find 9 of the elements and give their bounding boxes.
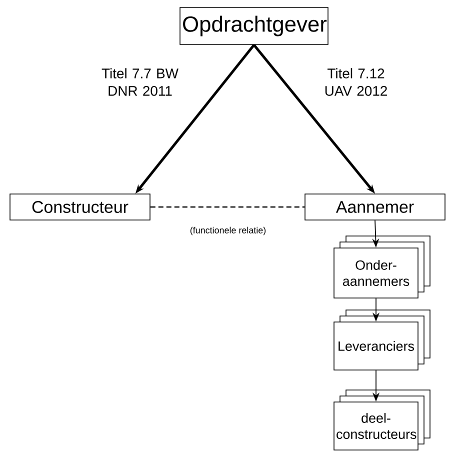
process-box: Constructeur bbox=[10, 194, 150, 220]
process-box: Aannemer bbox=[304, 194, 446, 220]
stacked-boxes: Onder-aannemers bbox=[334, 236, 430, 298]
edge-label: Titel 7.7 BW DNR 2011 bbox=[102, 68, 178, 96]
stacked-boxes: deel-constructeurs bbox=[334, 390, 430, 450]
process-box: Opdrachtgever bbox=[180, 7, 328, 45]
edge-label: Titel 7.12 UAV 2012 bbox=[325, 68, 387, 96]
stacked-boxes: Leveranciers bbox=[334, 310, 430, 370]
edge-label: (functionele relatie) bbox=[190, 226, 266, 236]
